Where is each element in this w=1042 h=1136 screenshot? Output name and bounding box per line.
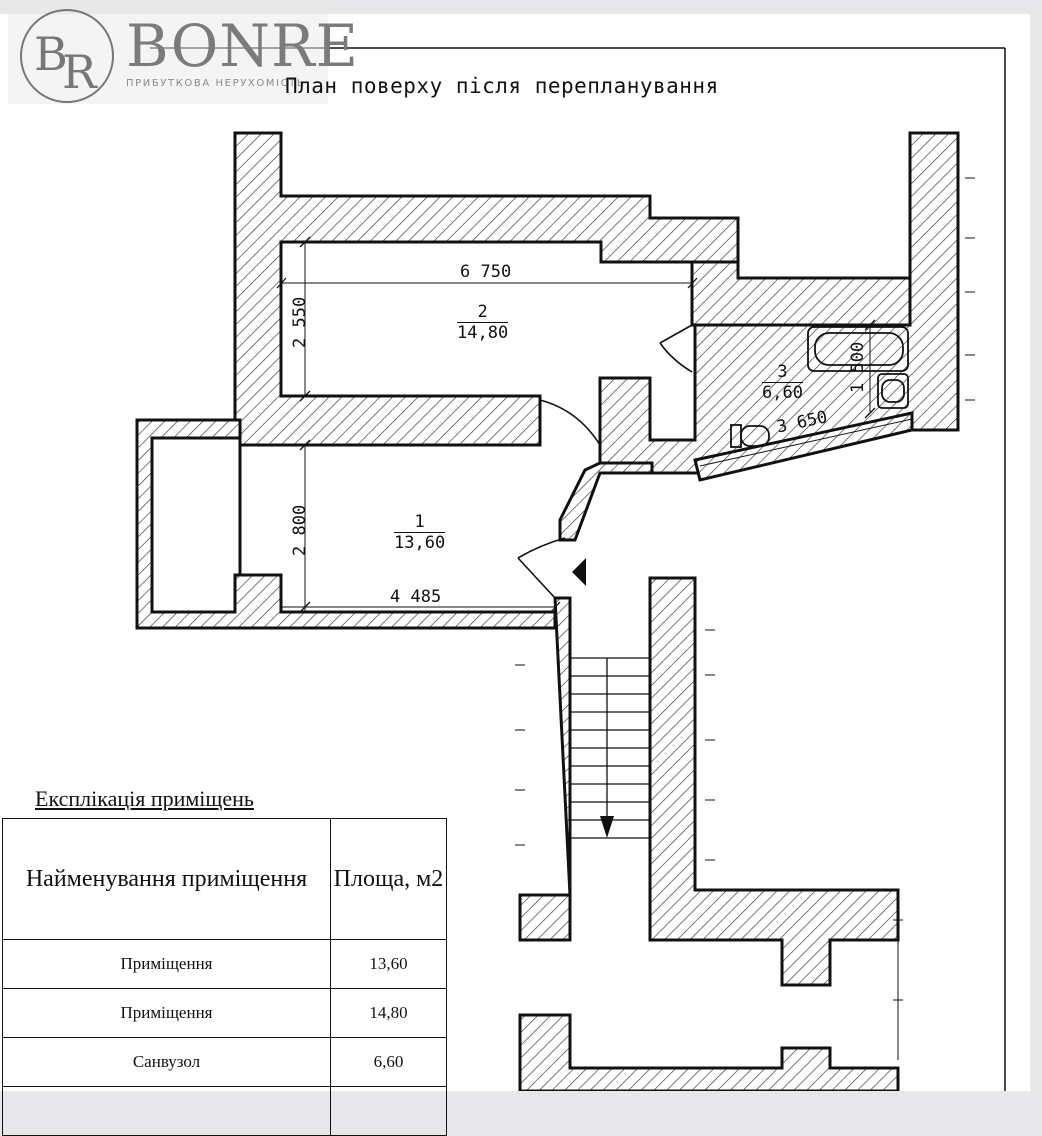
table-row: Приміщення 13,60: [2, 939, 447, 989]
wall-bottom: [518, 1013, 900, 1091]
bathroom-fixtures: [730, 326, 909, 448]
walls: [135, 131, 960, 1091]
cell-area: [330, 1086, 447, 1136]
room-area: 14,80: [457, 323, 509, 343]
cell-area: 14,80: [330, 988, 447, 1038]
table-row: Приміщення 14,80: [2, 988, 447, 1038]
room-area: 6,60: [762, 383, 803, 403]
table-header-row: Найменування приміщення Площа, м2: [2, 818, 447, 940]
wall-stair-right: [648, 576, 900, 987]
stairs-direction-arrow-icon: [600, 816, 614, 838]
entrance-marker-icon: [572, 558, 586, 586]
room-area: 13,60: [394, 533, 446, 553]
dim-room2-depth: 2 550: [290, 296, 310, 348]
floor-plan: [135, 47, 1006, 1091]
door-room3: [659, 324, 693, 373]
cell-area: 6,60: [330, 1037, 447, 1087]
cell-area: 13,60: [330, 939, 447, 989]
company-logo: B R BONRE ПРИБУТКОВА НЕРУХОМІСТЬ: [8, 6, 358, 106]
header-area: Площа, м2: [330, 818, 447, 940]
wall-bathroom-top: [690, 260, 912, 327]
cell-name: Санвузол: [2, 1037, 331, 1087]
table-row: Санвузол 6,60: [2, 1037, 447, 1087]
cell-name: [2, 1086, 331, 1136]
logo-monogram-icon: B R: [20, 9, 114, 103]
door-room1: [517, 537, 566, 599]
dim-room1-width: 4 485: [390, 587, 442, 607]
room-number: 2: [457, 302, 509, 323]
table-row: [2, 1086, 447, 1136]
room-label-3: 3 6,60: [762, 362, 803, 403]
stairs: [570, 657, 650, 839]
dim-room3-depth: 1 500: [848, 341, 868, 393]
dimension-lines: [281, 242, 913, 612]
outer-ticks: [515, 177, 975, 1060]
wall-corridor: [558, 461, 654, 542]
svg-text:R: R: [62, 45, 98, 99]
header-name: Найменування приміщення: [2, 818, 331, 940]
bathtub-icon: [807, 326, 909, 372]
room-label-2: 2 14,80: [457, 302, 509, 343]
dim-room1-depth: 2 800: [290, 504, 310, 556]
wall-stair-left: [518, 596, 572, 942]
doors: [517, 324, 693, 599]
plan-title: План поверху після перепланування: [285, 74, 719, 98]
logo-wordmark: BONRE: [126, 12, 360, 80]
svg-text:B: B: [34, 27, 68, 81]
logo-tagline: ПРИБУТКОВА НЕРУХОМІСТЬ: [126, 78, 306, 89]
explication-title: Експлікація приміщень: [35, 786, 254, 811]
room-label-1: 1 13,60: [394, 512, 446, 553]
room-number: 3: [762, 362, 803, 383]
cell-name: Приміщення: [2, 988, 331, 1038]
cell-name: Приміщення: [2, 939, 331, 989]
explication-table: Найменування приміщення Площа, м2 Приміщ…: [2, 818, 447, 1136]
dimension-ticks: [276, 236, 876, 613]
wall-bathroom-diagonal: [693, 411, 914, 482]
sink-icon: [877, 373, 909, 409]
wall-balcony-inner: [150, 436, 242, 614]
door-room2: [539, 399, 601, 446]
dim-room2-width: 6 750: [460, 262, 512, 282]
room-number: 1: [394, 512, 446, 533]
